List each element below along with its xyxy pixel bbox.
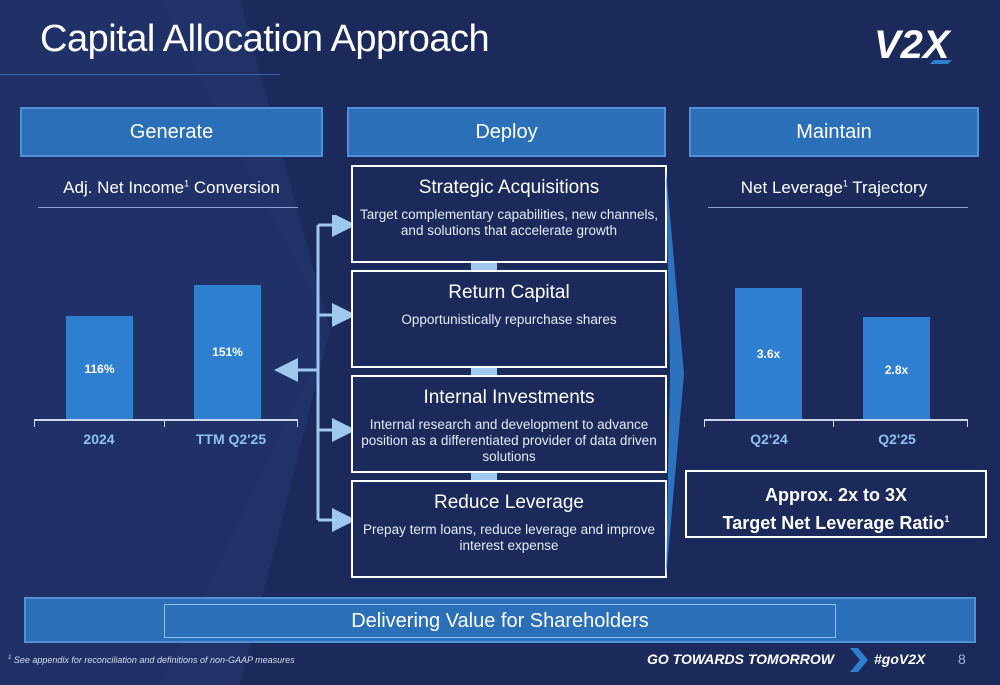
bar-label-q2-24: 3.6x [756,347,781,361]
category-q2-25: Q2'25 [878,431,916,447]
deploy-box-title: Internal Investments [423,387,595,408]
generate-header: Generate [20,107,323,157]
bar-ttm-q2-25 [194,285,261,419]
page-title: Capital Allocation Approach [40,18,490,60]
chevron-right-icon [850,648,868,672]
bar-2024 [66,316,133,419]
deploy-box-title: Reduce Leverage [434,492,584,513]
deploy-header: Deploy [347,107,666,157]
axis-tick [704,419,705,427]
tagline: GO TOWARDS TOMORROW [647,651,834,667]
maintain-header: Maintain [689,107,979,157]
deploy-box-reduce-leverage: Reduce Leverage Prepay term loans, reduc… [351,480,667,578]
footnote-sup: 1 [8,655,12,661]
target-line-1: Approx. 2x to 3X [764,485,908,505]
deploy-box-return-capital: Return Capital Opportunistically repurch… [351,270,667,368]
generate-subtitle: Adj. Net Income1 Conversion [20,178,323,198]
deploy-box-internal-investments: Internal Investments Internal research a… [351,375,667,473]
generate-header-label: Generate [129,120,214,143]
maintain-axis [704,419,968,421]
bar-q2-24 [735,288,802,419]
maintain-subtitle-end: Trajectory [847,178,928,197]
axis-tick [297,419,298,427]
maintain-subtitle-sup: 1 [842,178,848,189]
hashtag: #goV2X [874,651,926,667]
box-connector [471,262,497,272]
category-ttm-q2-25: TTM Q2'25 [195,431,267,447]
target-sup: 1 [944,514,950,524]
footnote: 1 See appendix for reconciliation and de… [8,655,295,665]
generate-subtitle-sup: 1 [184,178,190,189]
deploy-box-desc: Internal research and development to adv… [361,417,657,464]
generate-axis [34,419,298,421]
v2x-logo-icon: V2X [874,23,952,66]
generate-subtitle-main: Adj. Net Income [63,178,185,197]
box-connector [471,367,497,377]
target-leverage-box: Approx. 2x to 3X Target Net Leverage Rat… [685,470,987,538]
maintain-subtitle: Net Leverage1 Trajectory [689,178,979,198]
generate-subtitle-end: Conversion [189,178,280,197]
category-q2-24: Q2'24 [750,431,788,447]
title-underline [0,74,280,75]
maintain-header-label: Maintain [796,120,872,143]
deploy-box-desc: Opportunistically repurchase shares [401,312,617,327]
deploy-box-title: Return Capital [448,282,570,303]
deploy-box-title: Strategic Acquisitions [418,177,600,198]
maintain-subtitle-main: Net Leverage [740,178,843,197]
page-number: 8 [958,651,966,667]
deploy-header-label: Deploy [475,120,538,143]
bracket-arrow-icon [274,215,356,532]
deploy-box-desc: Target complementary capabilities, new c… [360,207,658,238]
bar-label-ttm-q2-25: 151% [212,345,243,359]
bar-label-q2-25: 2.8x [884,363,909,377]
axis-tick [34,419,35,427]
value-banner-text: Delivering Value for Shareholders [351,609,649,632]
bar-label-2024: 116% [84,362,115,376]
target-line-2-wrap: Target Net Leverage Ratio1 [687,507,985,535]
axis-tick [164,419,165,427]
box-connector [471,472,497,482]
big-arrow-icon [666,170,684,578]
axis-tick [833,419,834,427]
footnote-text: See appendix for reconciliation and defi… [11,655,295,665]
generate-rule [38,207,298,208]
axis-tick [967,419,968,427]
target-line-2: Target Net Leverage Ratio [722,513,945,533]
maintain-rule [708,207,968,208]
bar-q2-25 [863,317,930,419]
logo-text: V2X [874,23,952,66]
deploy-box-desc: Prepay term loans, reduce leverage and i… [363,522,655,553]
deploy-box-strategic-acquisitions: Strategic Acquisitions Target complement… [351,165,667,263]
category-2024: 2024 [83,431,115,447]
value-banner-inner: Delivering Value for Shareholders [164,604,836,638]
